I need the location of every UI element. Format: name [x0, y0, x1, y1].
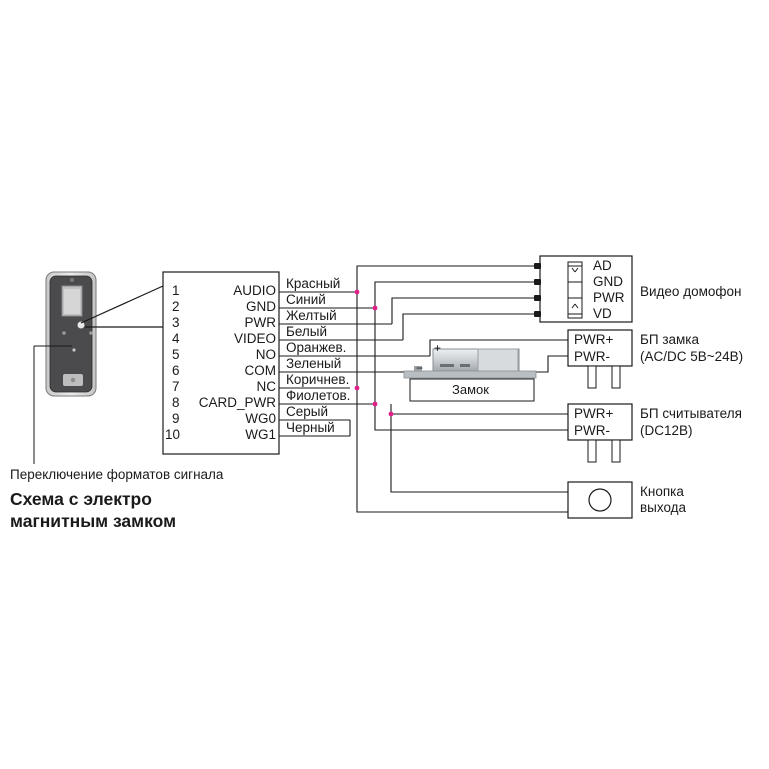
lock-psu-terminal: PWR+	[574, 332, 613, 347]
monitor-terminal-label: AD	[593, 258, 612, 273]
lock-psu-spec: (AC/DC 5В~24В)	[640, 349, 743, 364]
pin-number: 3	[172, 315, 180, 330]
exit-button-label: выхода	[640, 500, 687, 515]
pin-name: WG1	[245, 427, 276, 442]
pin-number: 1	[172, 283, 180, 298]
lock-label: Замок	[452, 382, 489, 397]
monitor-label: Видео домофон	[640, 284, 741, 299]
lock-plus: +	[434, 341, 441, 355]
pin-number: 7	[172, 379, 180, 394]
pin-name: COM	[245, 363, 277, 378]
connector-box	[162, 271, 280, 455]
monitor-terminal-label: GND	[593, 274, 623, 289]
pin-name: NO	[256, 347, 276, 362]
monitor-terminals: AD GND PWR VD	[593, 258, 625, 321]
pin-name: CARD_PWR	[199, 395, 277, 410]
diagram-title: Схема с электро магнитным замком	[10, 488, 176, 532]
reader-psu-terminal: PWR-	[574, 423, 610, 438]
exit-button-label: Кнопка	[640, 484, 684, 499]
pin-number: 2	[172, 299, 180, 314]
pin-name: GND	[246, 299, 276, 314]
wires	[279, 265, 568, 513]
lock-psu-terminal: PWR-	[574, 349, 610, 364]
pin-number: 8	[172, 395, 180, 410]
wire-label: Черный	[286, 420, 335, 435]
wire-names: Красный Синий Желтый Белый Оранжев. Зеле…	[286, 276, 350, 435]
pin-number: 4	[172, 331, 180, 346]
pin-numbers: 1 2 3 4 5 6 7 8 9 10	[165, 283, 180, 442]
wire-label: Зеленый	[286, 356, 341, 371]
pin-name: NC	[257, 379, 277, 394]
reader-psu-terminal: PWR+	[574, 406, 613, 421]
camera-lens-icon	[77, 321, 85, 329]
lock-frame	[409, 378, 535, 402]
wire-label: Красный	[286, 276, 340, 291]
wire-label: Коричнев.	[286, 372, 349, 387]
call-panel	[45, 271, 97, 397]
pin-name: WG0	[245, 411, 276, 426]
wire-label: Белый	[286, 324, 327, 339]
junction-dots	[354, 289, 394, 417]
exit-button	[567, 481, 633, 519]
lock-minus: −	[416, 361, 423, 375]
wire-label: Синий	[286, 292, 326, 307]
monitor-terminal-label: PWR	[593, 290, 625, 305]
title-line: магнитным замком	[10, 511, 177, 531]
reader-psu	[567, 403, 633, 463]
wire-label: Желтый	[286, 308, 337, 323]
lock-device	[403, 348, 537, 379]
pin-name: AUDIO	[233, 283, 276, 298]
wire-label: Оранжев.	[286, 340, 346, 355]
lock-psu	[567, 329, 633, 389]
pin-names: AUDIO GND PWR VIDEO NO COM NC CARD_PWR W…	[199, 283, 277, 442]
reader-psu-spec: (DC12В)	[640, 423, 693, 438]
pin-number: 5	[172, 347, 180, 362]
monitor-terminal-block	[534, 255, 633, 323]
wire-label: Фиолетов.	[286, 388, 350, 403]
pin-name: PWR	[245, 315, 277, 330]
pin-number: 6	[172, 363, 180, 378]
reader-psu-label: БП считывателя	[640, 406, 742, 421]
wire-label: Серый	[286, 404, 328, 419]
monitor-terminal-label: VD	[593, 306, 612, 321]
format-switch-icon	[72, 348, 76, 352]
pin-number: 10	[165, 427, 180, 442]
pin-number: 9	[172, 411, 180, 426]
lock-psu-label: БП замка	[640, 332, 699, 347]
title-line: Схема с электро	[10, 489, 152, 509]
pin-name: VIDEO	[234, 331, 276, 346]
button-icon	[588, 488, 612, 512]
switch-caption: Переключение форматов сигнала	[10, 467, 224, 482]
